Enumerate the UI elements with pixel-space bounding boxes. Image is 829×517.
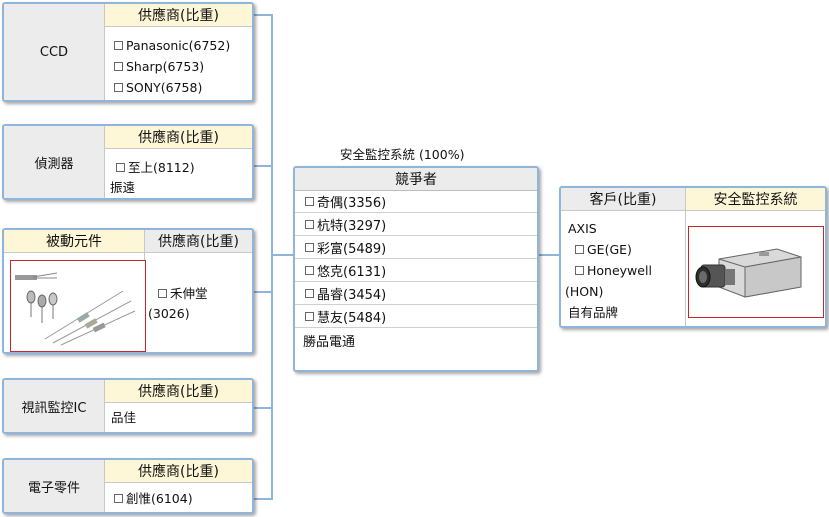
supplier-plain-item: 振遠	[110, 180, 136, 195]
supplier-item-share: (3026)	[148, 306, 190, 321]
passive-box: 被動元件 供應商(比重) 禾伸堂 (3026)	[2, 228, 254, 354]
connector-customer	[539, 254, 559, 256]
customer-list: AXIS GE(GE) Honeywell (HON) 自有品牌	[565, 218, 652, 323]
supplier-item[interactable]: SONY(6758)	[114, 77, 230, 98]
supplier-item[interactable]: 禾伸堂	[148, 284, 208, 304]
video-ic-supplier-header: 供應商(比重)	[105, 380, 252, 403]
competitors-header: 競爭者	[295, 168, 537, 191]
checkbox-icon[interactable]	[575, 266, 584, 275]
competitor-item[interactable]: 杭特(3297)	[295, 214, 537, 236]
electronic-title: 電子零件	[4, 460, 105, 512]
detector-supplier-list: 至上(8112) 振遠	[110, 158, 195, 198]
security-camera-image	[688, 226, 824, 318]
competitor-item[interactable]: 晶睿(3454)	[295, 283, 537, 305]
video-ic-title: 視訊監控IC	[4, 380, 105, 432]
center-title: 安全監控系統 (100%)	[340, 147, 465, 162]
checkbox-icon[interactable]	[305, 289, 314, 298]
customer-item-share: (HON)	[565, 284, 604, 299]
electronic-box: 電子零件 供應商(比重) 創惟(6104)	[2, 458, 254, 514]
connector-electronic	[253, 498, 273, 500]
customer-box: 客戶(比重) 安全監控系統 AXIS GE(GE) Honeywell (HON…	[559, 186, 827, 328]
detector-supplier-header: 供應商(比重)	[105, 126, 252, 149]
competitor-item[interactable]: 慧友(5484)	[295, 306, 537, 328]
checkbox-icon[interactable]	[305, 220, 314, 229]
supplier-plain-item: 品佳	[111, 410, 137, 425]
supplier-item[interactable]: Sharp(6753)	[114, 56, 230, 77]
connector-center	[273, 254, 293, 256]
connector-passive	[253, 291, 273, 293]
customer-plain-item: 自有品牌	[568, 305, 619, 320]
checkbox-icon[interactable]	[305, 312, 314, 321]
connector-trunk	[271, 14, 273, 500]
competitor-item[interactable]: 彩富(5489)	[295, 237, 537, 259]
detector-title: 偵測器	[4, 126, 105, 198]
passive-component-image	[10, 260, 146, 352]
customer-plain-item: AXIS	[568, 221, 597, 236]
detector-box: 偵測器 供應商(比重) 至上(8112) 振遠	[2, 124, 254, 200]
passive-supplier-list: 禾伸堂 (3026)	[148, 284, 208, 324]
supplier-item[interactable]: Panasonic(6752)	[114, 35, 230, 56]
customer-header: 客戶(比重)	[561, 188, 686, 211]
connector-ccd	[253, 14, 273, 16]
checkbox-icon[interactable]	[116, 163, 125, 172]
competitor-plain-item: 勝品電通	[303, 334, 356, 350]
competitor-item[interactable]: 奇偶(3356)	[295, 191, 537, 213]
product-header: 安全監控系統	[686, 188, 825, 211]
ccd-box: CCD 供應商(比重) Panasonic(6752) Sharp(6753) …	[2, 2, 254, 102]
divider	[685, 188, 686, 326]
capacitor-resistor-icon	[15, 272, 136, 346]
checkbox-icon[interactable]	[305, 243, 314, 252]
checkbox-icon[interactable]	[114, 62, 123, 71]
video-ic-supplier-list: 品佳	[111, 407, 136, 428]
camera-icon	[695, 248, 802, 298]
electronic-supplier-list: 創惟(6104)	[114, 488, 193, 509]
passive-title: 被動元件	[4, 230, 145, 253]
passive-supplier-header: 供應商(比重)	[145, 230, 252, 253]
checkbox-icon[interactable]	[305, 197, 314, 206]
customer-item[interactable]: GE(GE)	[565, 239, 652, 260]
ccd-title: CCD	[4, 4, 105, 100]
video-ic-box: 視訊監控IC 供應商(比重) 品佳	[2, 378, 254, 434]
connector-video-ic	[253, 407, 273, 409]
supplier-item[interactable]: 創惟(6104)	[114, 488, 193, 509]
supplier-item[interactable]: 至上(8112)	[110, 158, 195, 178]
checkbox-icon[interactable]	[575, 245, 584, 254]
checkbox-icon[interactable]	[114, 494, 123, 503]
connector-detector	[253, 165, 273, 167]
ccd-supplier-list: Panasonic(6752) Sharp(6753) SONY(6758)	[114, 35, 230, 98]
ccd-supplier-header: 供應商(比重)	[105, 4, 252, 27]
checkbox-icon[interactable]	[114, 41, 123, 50]
electronic-supplier-header: 供應商(比重)	[105, 460, 252, 483]
checkbox-icon[interactable]	[158, 289, 167, 298]
customer-item[interactable]: Honeywell	[565, 260, 652, 281]
checkbox-icon[interactable]	[114, 83, 123, 92]
checkbox-icon[interactable]	[305, 266, 314, 275]
competitor-item[interactable]: 悠克(6131)	[295, 260, 537, 282]
competitors-box: 競爭者 奇偶(3356) 杭特(3297) 彩富(5489) 悠克(6131) …	[293, 166, 539, 372]
